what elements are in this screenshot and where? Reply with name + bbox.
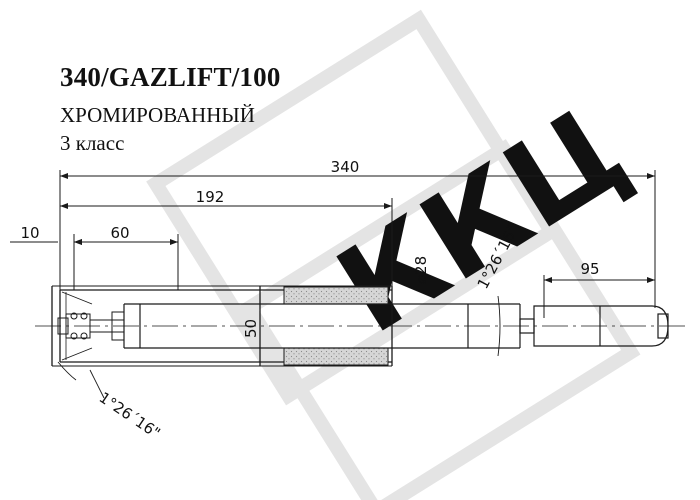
angle-leaders xyxy=(57,295,501,399)
piston-rod xyxy=(519,305,669,347)
product-grade: 3 класс xyxy=(60,131,125,155)
label-inner-length: 60 xyxy=(110,224,129,242)
sleeve-top xyxy=(283,286,389,305)
label-outer-diameter: 50 xyxy=(242,319,260,338)
label-taper-angle-bottom: 1°26´16" xyxy=(96,388,164,442)
label-body-length: 192 xyxy=(196,188,225,206)
label-rod-length: 95 xyxy=(580,260,599,278)
product-finish: ХРОМИРОВАННЫЙ xyxy=(60,103,255,127)
product-title: 340/GAZLIFT/100 xyxy=(60,62,281,92)
bottom-valve xyxy=(57,311,125,341)
extension-lines xyxy=(59,170,656,318)
label-taper-angle-top: 1°26´16" xyxy=(474,222,523,292)
label-overall-length: 340 xyxy=(331,158,360,176)
outer-cylinder xyxy=(51,285,393,367)
inner-tube xyxy=(123,303,521,349)
label-offset: 10 xyxy=(20,224,39,242)
label-diameter: ⌀28 xyxy=(412,256,430,284)
sleeve-bottom xyxy=(283,347,389,366)
